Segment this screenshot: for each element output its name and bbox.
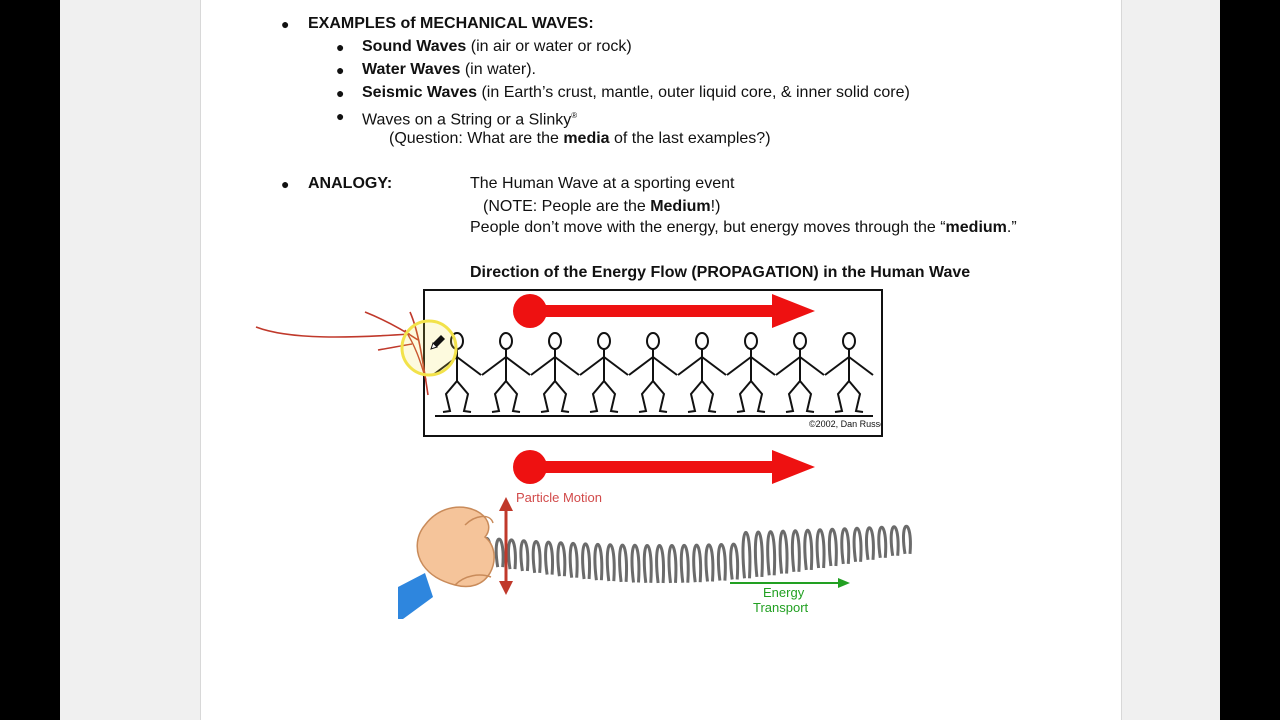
stick-figure	[824, 332, 874, 413]
energy-label: Energy	[763, 585, 805, 600]
stick-figure	[481, 332, 531, 413]
transport-label: Transport	[753, 600, 809, 615]
analogy-line-3: People don’t move with the energy, but e…	[470, 219, 1017, 236]
example-item-slinky: Waves on a String or a Slinky®	[362, 111, 578, 129]
bullet-dot: ●	[336, 39, 345, 55]
human-wave-drawing	[432, 332, 874, 417]
energy-transport-arrow	[730, 578, 850, 588]
figure-title: Direction of the Energy Flow (PROPAGATIO…	[470, 264, 971, 281]
particle-motion-arrow	[499, 497, 513, 595]
bullet-dot: ●	[336, 62, 345, 78]
figure-credit: ©2002, Dan Russell	[809, 419, 883, 429]
energy-flow-arrow-bottom	[513, 450, 815, 484]
bullet-dot: ●	[281, 176, 290, 192]
analogy-line-1: The Human Wave at a sporting event	[470, 175, 735, 192]
slinky-coils	[470, 524, 912, 584]
analogy-note: (NOTE: People are the Medium!)	[483, 198, 721, 215]
cursor-highlight	[400, 319, 458, 377]
example-item-water: Water Waves (in water).	[362, 61, 536, 78]
stick-figure	[677, 332, 727, 413]
stick-figure	[726, 332, 776, 413]
bullet-dot: ●	[281, 16, 290, 32]
stick-figure	[579, 332, 629, 413]
analogy-label: ANALOGY:	[308, 175, 393, 192]
pen-cursor-icon	[430, 335, 445, 350]
bullet-dot: ●	[336, 85, 345, 101]
stick-figure	[530, 332, 580, 413]
slinky-coil-path	[470, 524, 912, 584]
example-item-sound: Sound Waves (in air or water or rock)	[362, 38, 632, 55]
energy-flow-arrow-top	[513, 294, 815, 328]
hand-icon	[398, 506, 495, 619]
particle-motion-label: Particle Motion	[516, 490, 602, 505]
stick-figure	[628, 332, 678, 413]
bullet-dot: ●	[336, 108, 345, 124]
example-item-seismic: Seismic Waves (in Earth’s crust, mantle,…	[362, 84, 910, 101]
stick-figure	[432, 332, 482, 413]
stick-figure	[775, 332, 825, 413]
examples-heading: EXAMPLES of MECHANICAL WAVES:	[308, 15, 594, 32]
slinky-figure	[398, 497, 912, 619]
question-line: (Question: What are the media of the las…	[389, 130, 771, 147]
